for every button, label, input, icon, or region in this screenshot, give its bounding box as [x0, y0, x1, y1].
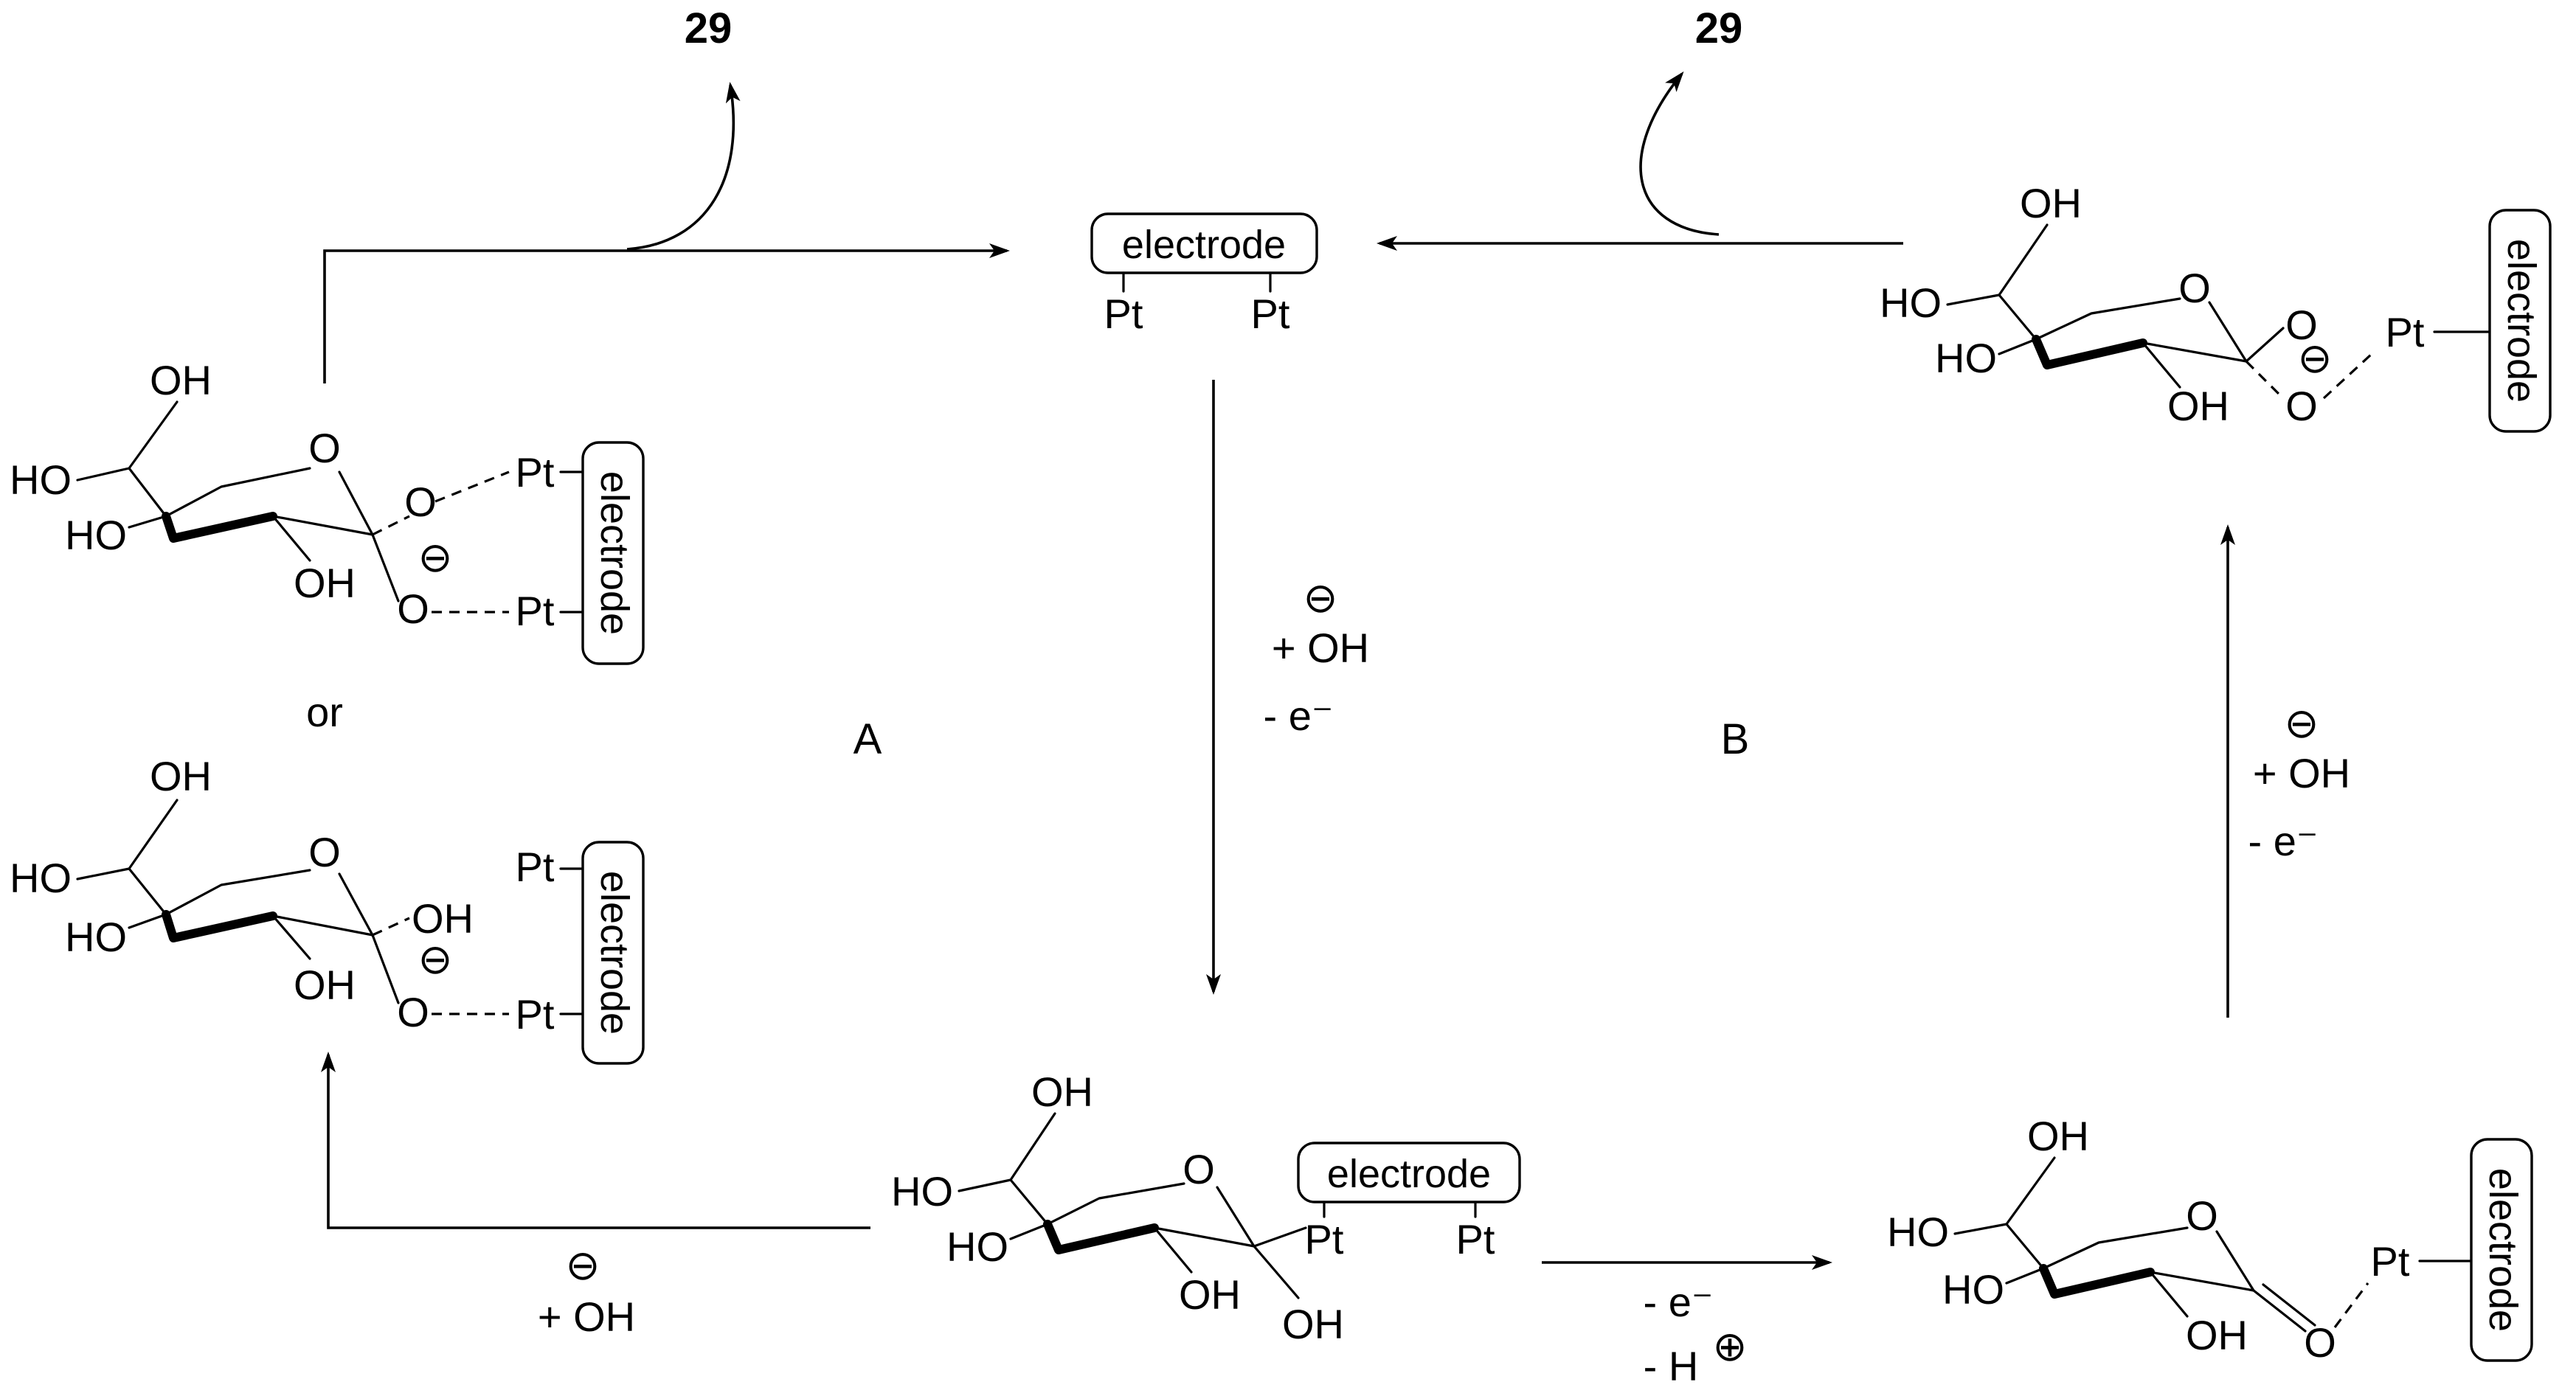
conditions-right: - e⁻ - H ⊕ — [1644, 1279, 1748, 1389]
condition-plus-oh: + OH — [1272, 625, 1369, 671]
oh-label: OH — [2167, 383, 2229, 429]
electrode-box — [2488, 209, 2552, 433]
oh-label: OH — [2027, 1113, 2089, 1159]
structure-gluconate-monodentate: OH HO HO OH O OH O ⊖ Pt Pt electrode — [10, 753, 645, 1065]
carboxylate-oxygen: O — [2285, 302, 2318, 348]
oh-label: OH — [150, 753, 212, 799]
arrow-left-to-gluconate — [321, 1052, 870, 1229]
pt-site-1: Pt — [516, 449, 555, 496]
arrow-to-electrode-from-left — [323, 243, 1010, 383]
carboxylate-oxygen: O — [397, 586, 429, 632]
pt-site-2: Pt — [516, 991, 555, 1038]
oh-label: OH — [150, 357, 212, 403]
ho-label: HO — [65, 512, 127, 558]
electrode-bare: electrode Pt Pt — [1090, 212, 1318, 337]
curved-arrow-29-left — [626, 82, 741, 251]
electrode-label: electrode — [592, 871, 637, 1035]
ho-label: HO — [1942, 1266, 2004, 1313]
pt-site: Pt — [2386, 309, 2425, 355]
ho-label: HO — [1935, 335, 1997, 381]
ho-label: HO — [10, 855, 72, 901]
oh-label: OH — [294, 962, 356, 1008]
electrode-label: electrode — [2481, 1168, 2525, 1332]
carboxyl-oh-label: OH — [412, 895, 474, 942]
electrode-box — [2470, 1138, 2533, 1362]
oh-label: OH — [1031, 1069, 1093, 1115]
carboxylate-charge: ⊖ — [2298, 335, 2333, 381]
structure-gluconate-adsorbed: OH HO HO OH O O O ⊖ Pt electrode — [1880, 180, 2552, 433]
electrode-label: electrode — [1122, 223, 1286, 267]
pt-site-2: Pt — [1251, 291, 1290, 337]
pt-site-1: Pt — [1305, 1216, 1344, 1262]
oh-label: OH — [294, 560, 356, 606]
oh-label: OH — [2186, 1312, 2248, 1358]
curved-arrow-29-right — [1639, 71, 1720, 236]
electrode-label: electrode — [592, 471, 637, 635]
ring-oxygen: O — [308, 829, 341, 875]
ho-label: HO — [1880, 279, 1942, 326]
pt-site-2: Pt — [516, 588, 555, 634]
ring-oxygen: O — [1183, 1146, 1215, 1192]
pt-site-1: Pt — [1104, 291, 1143, 337]
electrode-box — [581, 841, 645, 1065]
condition-minus-h: - H — [1644, 1343, 1699, 1389]
pt-site: Pt — [2371, 1238, 2410, 1285]
electrode-label: electrode — [2499, 239, 2544, 403]
oh-label: OH — [1179, 1271, 1241, 1318]
carboxylate-charge: ⊖ — [418, 534, 453, 580]
condition-minus-e: - e⁻ — [2248, 818, 2319, 864]
ho-label: HO — [1887, 1209, 1949, 1255]
ring-oxygen: O — [2178, 265, 2211, 311]
pt-site-2: Pt — [1456, 1216, 1495, 1262]
ring-oxygen: O — [2186, 1192, 2218, 1239]
conditions-up: ⊖ + OH - e⁻ — [2248, 700, 2351, 864]
cycle-label-a: A — [854, 715, 882, 763]
oh-label: OH — [2020, 180, 2082, 226]
carboxylate-oxygen: O — [397, 989, 429, 1035]
hydroxide-charge: ⊖ — [566, 1242, 600, 1288]
ho-label: HO — [946, 1223, 1008, 1270]
carboxylate-oxygen: O — [2285, 383, 2318, 429]
product-29-left: 29 — [685, 4, 733, 52]
condition-plus-oh: + OH — [2253, 750, 2350, 796]
condition-minus-e: - e⁻ — [1644, 1279, 1714, 1325]
carbonyl-oxygen: O — [2304, 1319, 2336, 1366]
cycle-label-b: B — [1721, 715, 1750, 763]
structure-gluconate-bidentate: OH HO HO OH O O O ⊖ Pt Pt electrode — [10, 357, 645, 665]
electrode-label: electrode — [1327, 1152, 1491, 1196]
pt-site-1: Pt — [516, 844, 555, 890]
carboxylate-oxygen: O — [404, 479, 437, 525]
hydroxide-charge: ⊖ — [1303, 574, 1338, 621]
or-label: or — [306, 689, 343, 735]
electrode-box — [1090, 212, 1318, 274]
electrode-box — [581, 441, 645, 665]
structure-gluconolactone: OH HO HO OH O O Pt electrode — [1887, 1113, 2533, 1366]
condition-minus-e: - e⁻ — [1264, 692, 1334, 739]
carboxylate-charge: ⊖ — [418, 936, 453, 982]
ring-oxygen: O — [308, 425, 341, 471]
product-29-right: 29 — [1695, 4, 1743, 52]
conditions-left: ⊖ + OH — [538, 1242, 635, 1340]
ho-label: HO — [65, 914, 127, 960]
structure-adsorbed-glucose: OH HO HO OH OH O Pt Pt electrode — [891, 1069, 1521, 1347]
conditions-down: ⊖ + OH - e⁻ — [1264, 574, 1370, 739]
proton-charge: ⊕ — [1713, 1323, 1748, 1369]
hydroxide-charge: ⊖ — [2285, 700, 2319, 746]
ho-label: HO — [10, 456, 72, 503]
ho-label: HO — [891, 1168, 953, 1215]
electrode-box — [1297, 1142, 1521, 1203]
anomeric-oh-label: OH — [1282, 1301, 1344, 1347]
condition-plus-oh: + OH — [538, 1293, 635, 1340]
